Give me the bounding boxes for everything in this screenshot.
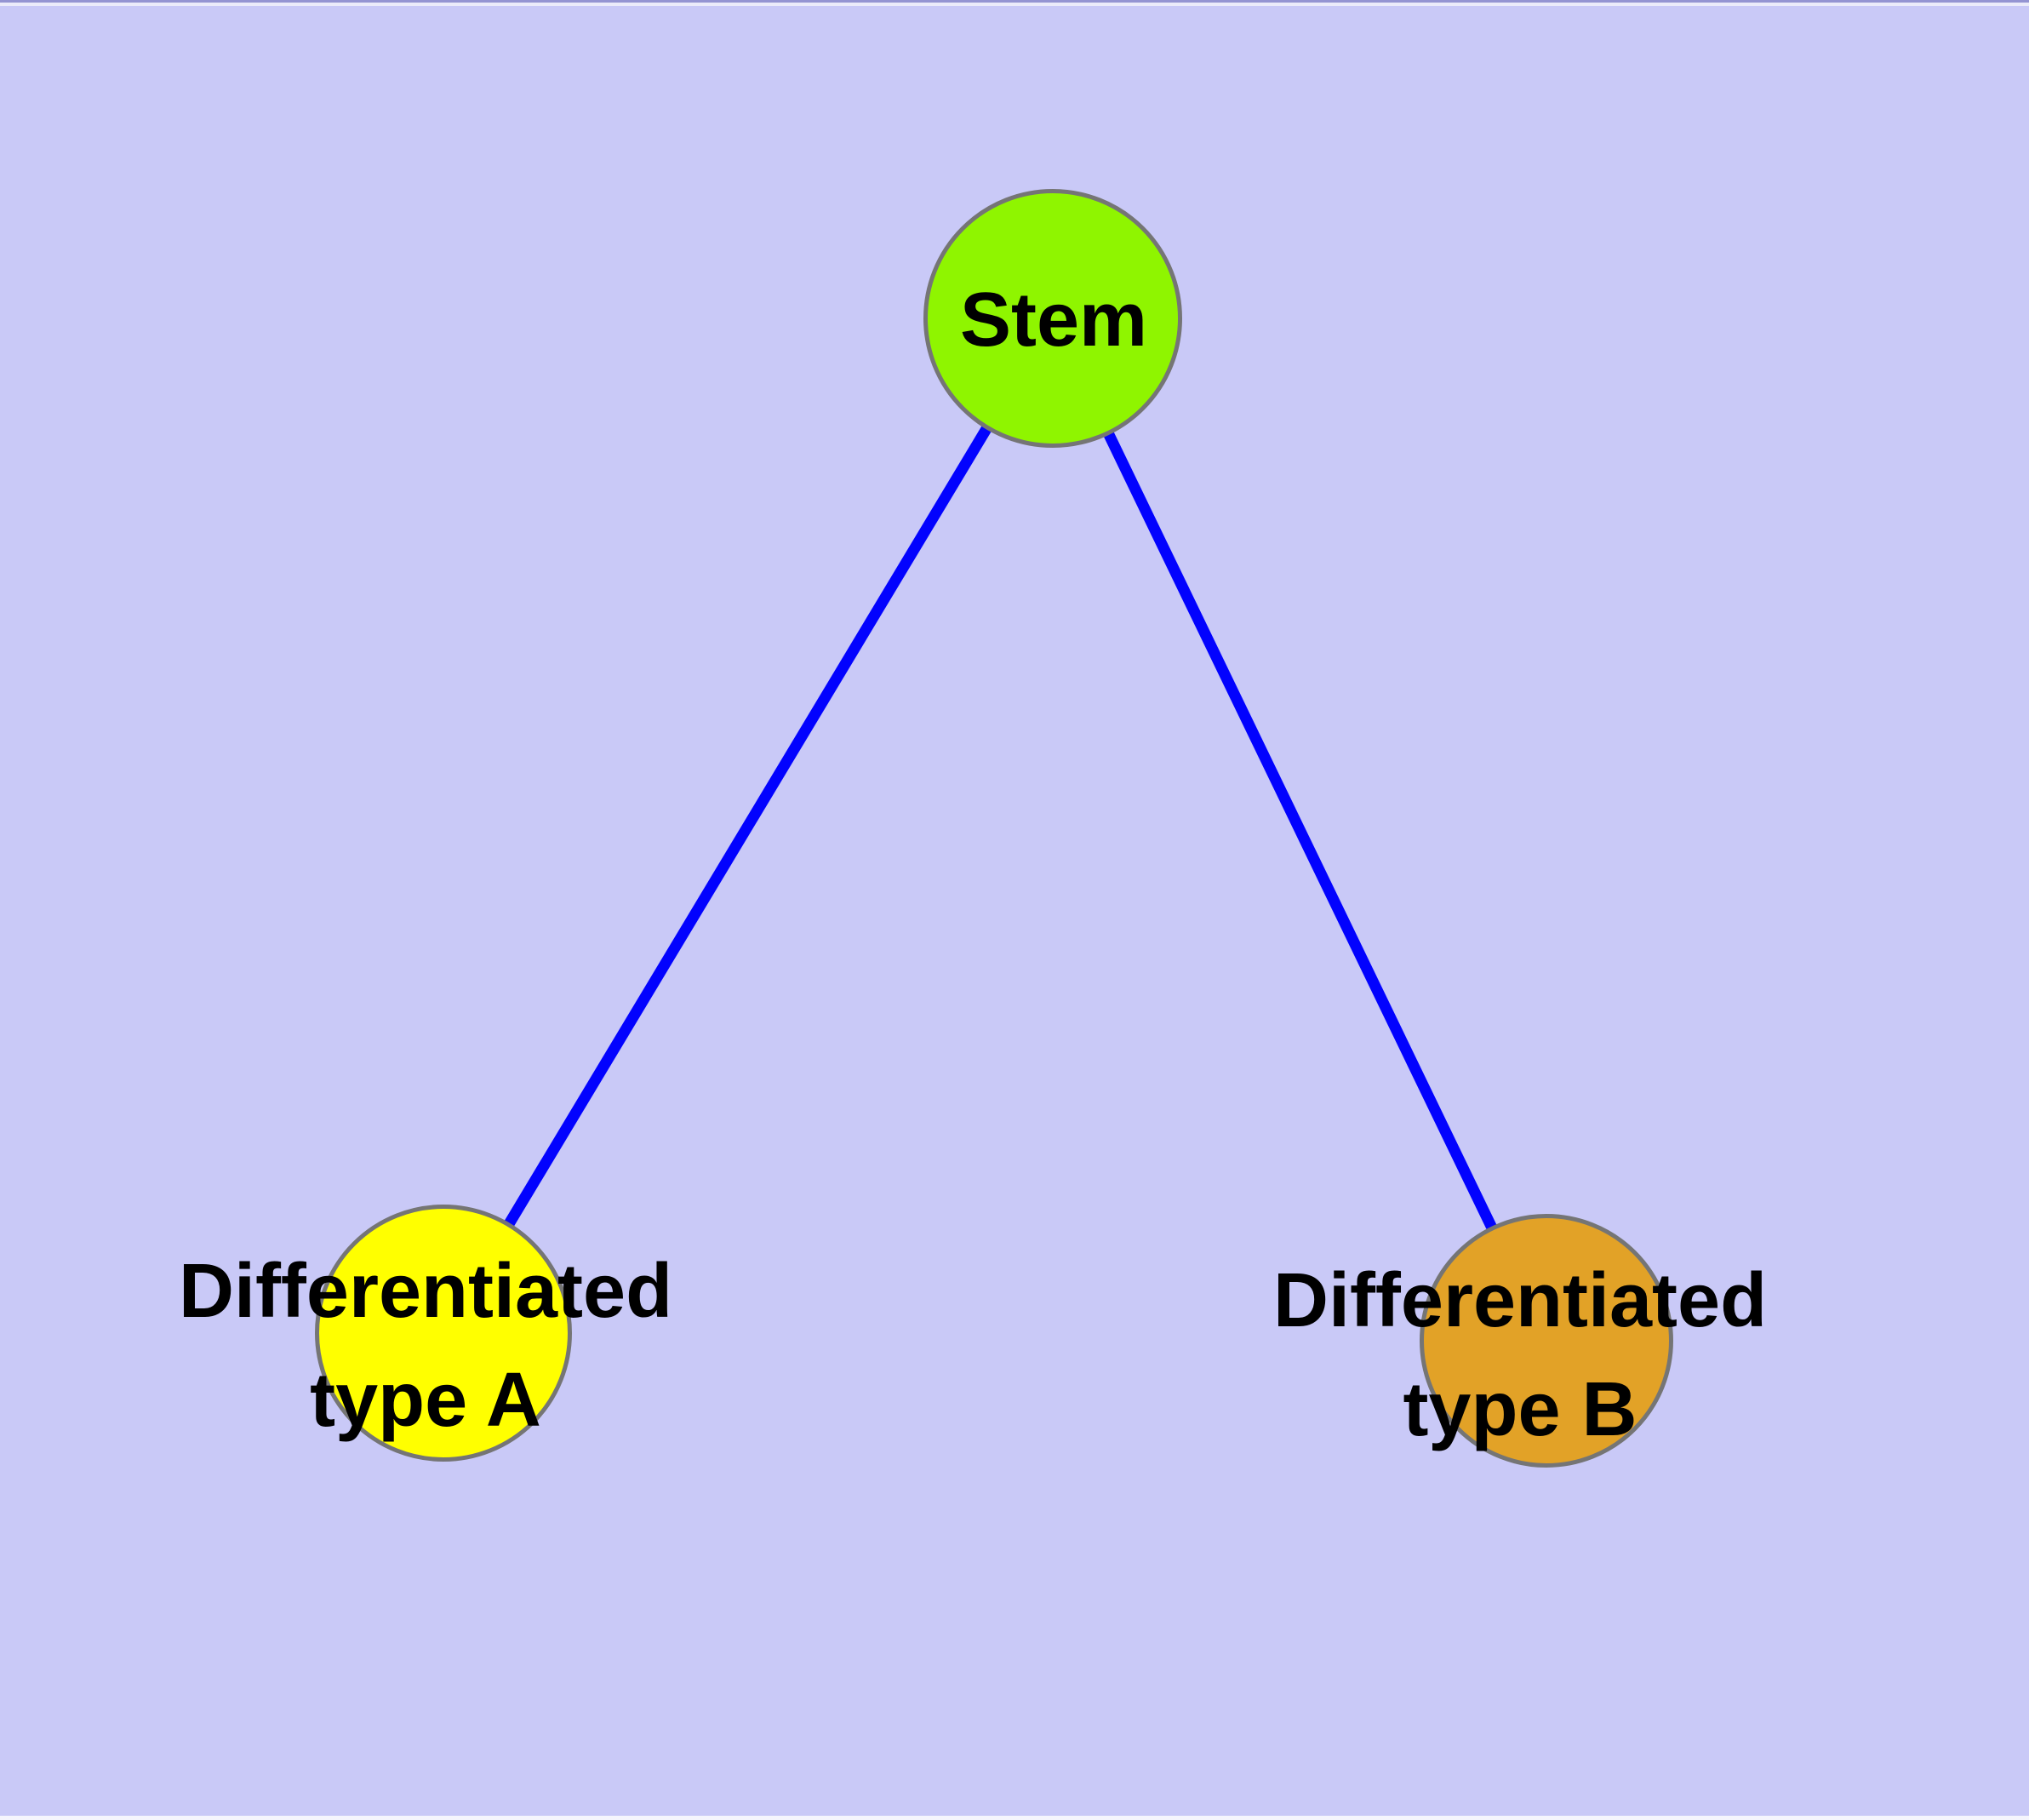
node-differentiated-type-a[interactable] [315, 1205, 572, 1462]
node-stem-label: Stem [959, 278, 1148, 363]
node-differentiated-type-b[interactable] [1420, 1214, 1673, 1468]
node-differentiated-type-b-label: Differentiated type B [1272, 1258, 1768, 1452]
top-edge-artifact-light [0, 3, 2029, 6]
edge-stem-to-type-a [438, 315, 1058, 1336]
bottom-edge-artifact [0, 1816, 2029, 1820]
node-differentiated-type-a-label: Differentiated type A [178, 1249, 673, 1443]
top-edge-artifact [0, 0, 2029, 3]
node-stem[interactable] [923, 189, 1182, 448]
edge-stem-to-type-b [1048, 316, 1552, 1343]
